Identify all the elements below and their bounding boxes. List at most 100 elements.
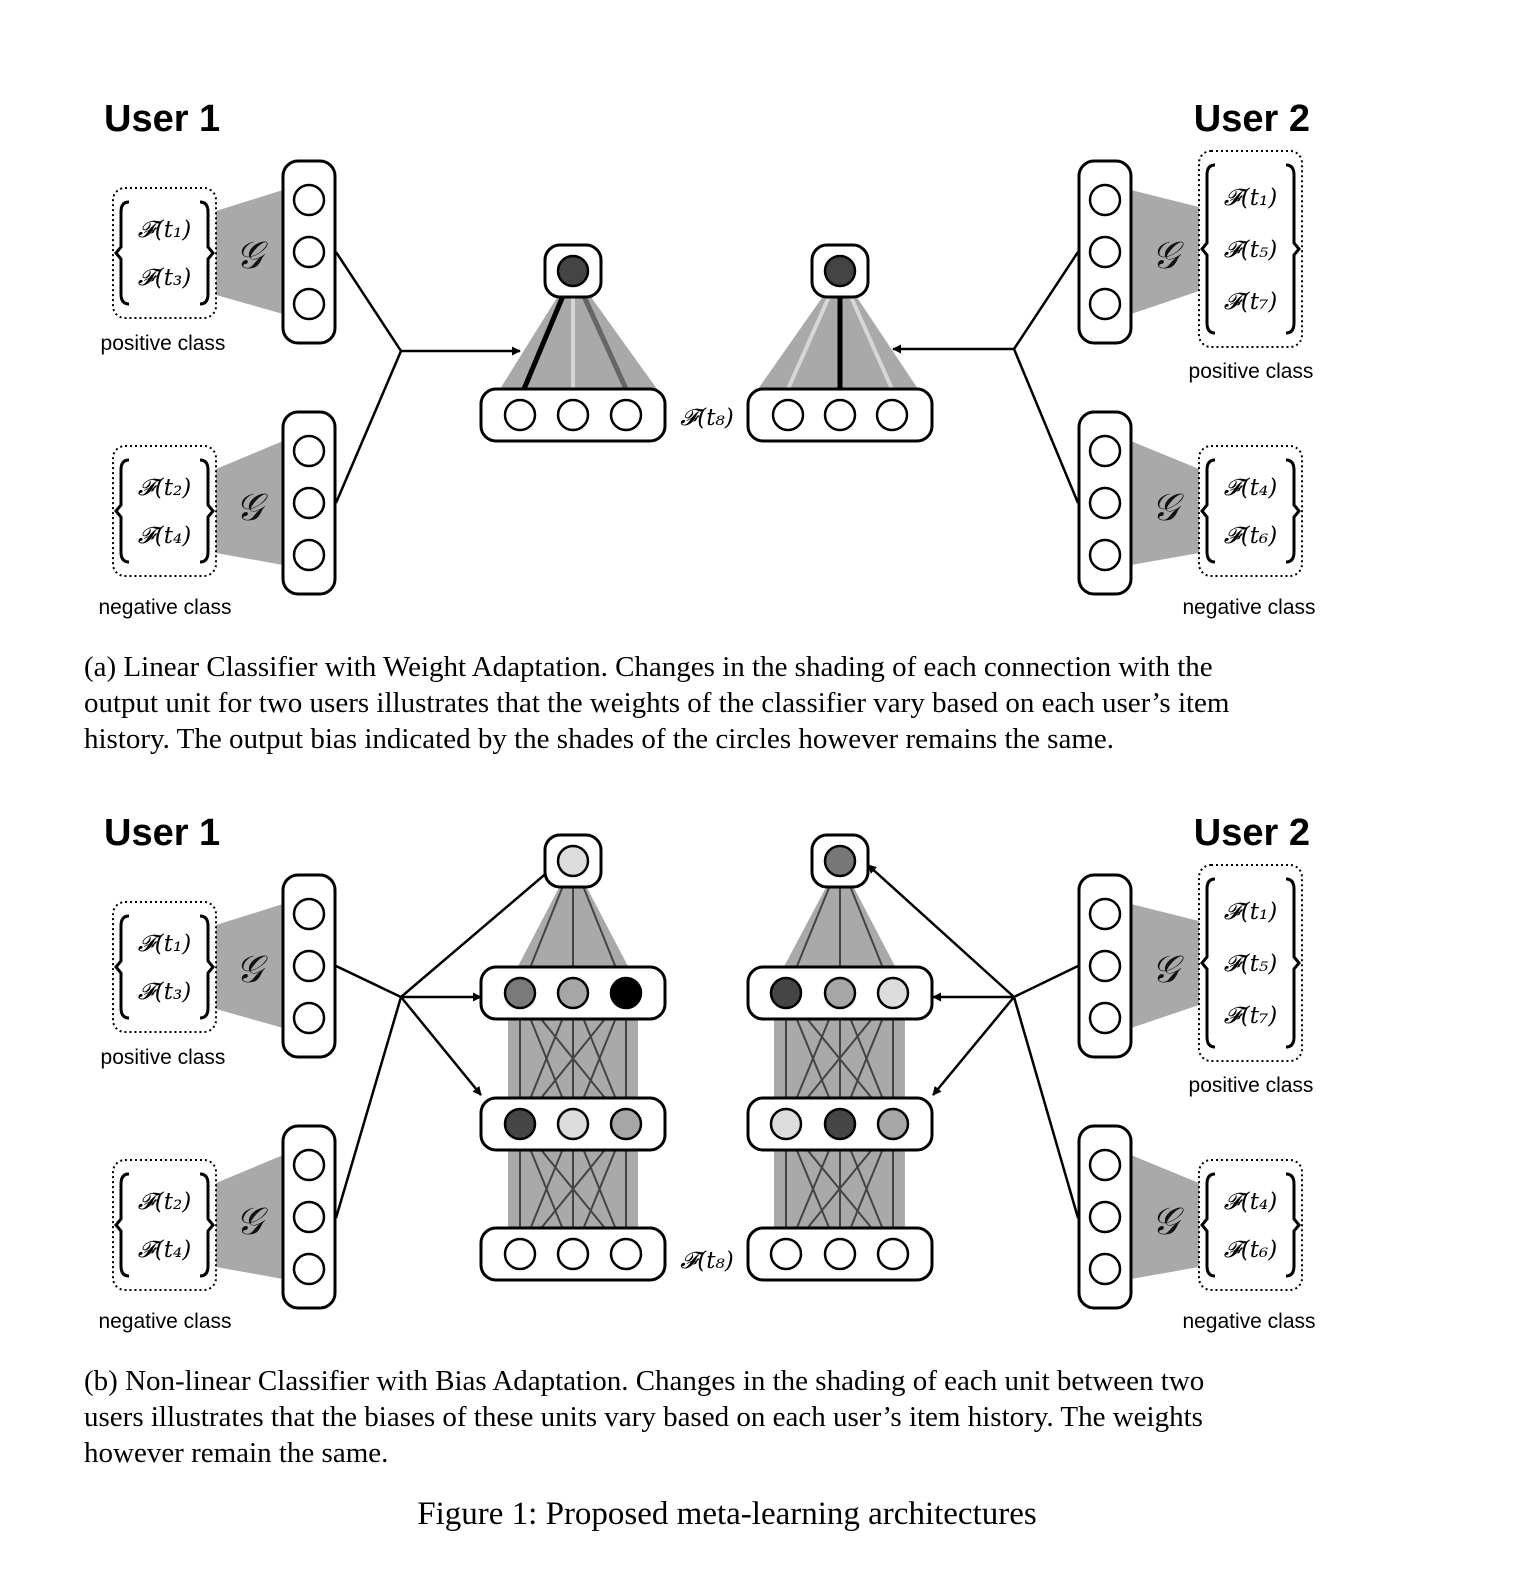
panel-b-user2-positive-items-item-2: 𝓕(t₅) xyxy=(1224,951,1277,977)
panel-b-user2-network-input-layer-unit-3 xyxy=(876,1237,910,1271)
panel-b-user2-positive-embedding-stack-unit-1 xyxy=(1088,897,1122,931)
panel-b-user1-network-hidden-layer-2-unit-3 xyxy=(609,1107,643,1141)
panel-a-user2-negative-embedding-stack-unit-2 xyxy=(1088,486,1122,520)
panel-b-user1-negative-embedding-stack-unit-3 xyxy=(292,1252,326,1286)
panel-a-user2-title: User 2 xyxy=(1194,98,1310,140)
panel-a-user1-negative-items-right-brace xyxy=(199,458,215,564)
panel-a-caption-line-3: history. The output bias indicated by th… xyxy=(84,723,1114,755)
panel-a-user1-positive-g-region xyxy=(216,190,283,314)
panel-b-user1-positive-g-region xyxy=(216,904,283,1028)
panel-a-user2-merge-top xyxy=(1012,251,1080,350)
panel-b-user2-positive-embedding-stack-unit-3 xyxy=(1088,1001,1122,1035)
panel-a-user2-negative-embedding-stack-unit-1 xyxy=(1088,434,1122,468)
panel-a-user1-negative-embedding-stack-unit-1 xyxy=(292,434,326,468)
panel-a-user2-output-unit xyxy=(823,254,857,288)
panel-a-user1-negative-items-item-2: 𝓕(t₄) xyxy=(138,523,191,549)
panel-b-user2-network-hidden-layer-1-unit-1 xyxy=(769,976,803,1010)
panel-b-user1-arrow-hidden2 xyxy=(400,996,482,1096)
panel-a-user1-title: User 1 xyxy=(104,98,220,140)
panel-b-user1-negative-label: negative class xyxy=(98,1310,231,1333)
panel-a-user1-positive-items-item-2: 𝓕(t₃) xyxy=(138,265,191,291)
panel-b-user2-negative-items-item-2: 𝓕(t₆) xyxy=(1224,1237,1277,1263)
panel-b-user2-merge-top xyxy=(1013,964,1079,999)
panel-b-user2-negative-embedding-stack-unit-3 xyxy=(1088,1252,1122,1286)
panel-b-user2-positive-label: positive class xyxy=(1189,1074,1314,1097)
panel-b-user1-merge-top xyxy=(335,964,402,999)
panel-a-user1-positive-embedding-stack-unit-2 xyxy=(292,235,326,269)
panel-b-user1-network-hidden-layer-2-unit-2 xyxy=(556,1107,590,1141)
panel-b-user1-negative-items-item-1: 𝓕(t₂) xyxy=(138,1189,191,1215)
panel-a-user1-negative-items-item-1: 𝓕(t₂) xyxy=(138,475,191,501)
panel-b-user1-network-hidden-layer-2-unit-1 xyxy=(503,1107,537,1141)
panel-b-user2-positive-items-item-1: 𝓕(t₁) xyxy=(1224,899,1277,925)
panel-a-user1-negative-embedding-stack-unit-2 xyxy=(292,486,326,520)
panel-a-user1-positive-label: positive class xyxy=(101,332,226,355)
panel-b-user1-positive-items-left-brace xyxy=(114,914,130,1020)
panel-b-user2-network-input-layer-unit-1 xyxy=(769,1237,803,1271)
panel-b-user2-positive-items-item-3: 𝓕(t₇) xyxy=(1224,1003,1277,1029)
panel-b-user1-positive-embedding-stack-unit-3 xyxy=(292,1001,326,1035)
panel-b-user1-title: User 1 xyxy=(104,812,220,854)
panel-a-user1-positive-embedding-stack-unit-1 xyxy=(292,183,326,217)
panel-a-user2-positive-label: positive class xyxy=(1189,360,1314,383)
panel-b-user2-negative-label: negative class xyxy=(1182,1310,1315,1333)
panel-b-user2-network-hidden-layer-1-unit-2 xyxy=(823,976,857,1010)
panel-a-user2-positive-embedding-stack-unit-2 xyxy=(1088,235,1122,269)
panel-b-user1-positive-items-item-2: 𝓕(t₃) xyxy=(138,979,191,1005)
panel-b-user1-network-output-unit xyxy=(556,844,590,878)
panel-b-user2-negative-items-right-brace xyxy=(1285,1172,1301,1278)
panel-a-user1-negative-g-region xyxy=(216,441,283,565)
panel-a-user2-positive-items-left-brace xyxy=(1200,163,1216,335)
panel-b-user2-negative-g-region xyxy=(1131,1155,1199,1279)
panel-a-user1-merge-top xyxy=(334,251,403,352)
panel-a-user2-negative-label: negative class xyxy=(1182,596,1315,619)
panel-b-query-label: 𝓕(t₈) xyxy=(680,1248,733,1274)
panel-b-user1-negative-embedding-stack-unit-1 xyxy=(292,1148,326,1182)
panel-a-user2-positive-embedding-stack-unit-3 xyxy=(1088,287,1122,321)
panel-b-user1-arrow-output xyxy=(400,864,557,998)
panel-a-user2-merge-bottom xyxy=(1012,348,1080,504)
panel-b-user2-network-output-unit xyxy=(823,844,857,878)
panel-a-user2-positive-g-region xyxy=(1131,190,1199,314)
panel-b-user1-negative-items-left-brace xyxy=(114,1172,130,1278)
panel-b-user2-network-hidden-layer-1-unit-3 xyxy=(876,976,910,1010)
panel-b-user1-negative-g-region xyxy=(216,1155,283,1279)
panel-a-user2-positive-embedding-stack-unit-1 xyxy=(1088,183,1122,217)
panel-a-user2-negative-items-box xyxy=(1198,445,1303,577)
panel-b-user1-positive-embedding-stack-unit-2 xyxy=(292,949,326,983)
panel-b-user1-network-input-layer-unit-1 xyxy=(503,1237,537,1271)
panel-b-user1-negative-items-box xyxy=(112,1159,217,1291)
panel-b-user2-negative-embedding-stack-unit-2 xyxy=(1088,1200,1122,1234)
panel-b-user1-positive-embedding-stack-unit-1 xyxy=(292,897,326,931)
panel-b-caption-line-3: however remain the same. xyxy=(84,1437,388,1469)
panel-a-user1-positive-embedding-stack-unit-3 xyxy=(292,287,326,321)
panel-a-user1-output-unit xyxy=(556,254,590,288)
panel-b-user2-negative-items-left-brace xyxy=(1200,1172,1216,1278)
panel-b-user2-merge-bottom xyxy=(1012,996,1080,1219)
panel-a-user2-negative-items-item-2: 𝓕(t₆) xyxy=(1224,523,1277,549)
panel-a-user1-input-layer-unit-1 xyxy=(503,398,537,432)
panel-b-user2-positive-items-right-brace xyxy=(1285,877,1301,1049)
panel-a-user2-input-layer-unit-3 xyxy=(875,398,909,432)
panel-b-user2-network-hidden-layer-2-unit-1 xyxy=(769,1107,803,1141)
panel-a-user1-negative-embedding-stack-unit-3 xyxy=(292,538,326,572)
panel-a-user1-negative-items-box xyxy=(112,445,217,577)
panel-b-user1-positive-items-right-brace xyxy=(199,914,215,1020)
panel-a-user1-input-layer-unit-2 xyxy=(556,398,590,432)
panel-b-user1-negative-items-item-2: 𝓕(t₄) xyxy=(138,1237,191,1263)
panel-b-user2-negative-items-box xyxy=(1198,1159,1303,1291)
panel-a-user2-negative-g-region xyxy=(1131,441,1199,565)
panel-a-user2-positive-items-item-3: 𝓕(t₇) xyxy=(1224,289,1277,315)
panel-a-user1-weight-region xyxy=(500,272,657,389)
panel-a-user1-negative-items-left-brace xyxy=(114,458,130,564)
panel-a-user1-positive-items-left-brace xyxy=(114,200,130,306)
panel-b-caption-line-2: users illustrates that the biases of the… xyxy=(84,1401,1203,1433)
panel-a-user1-negative-label: negative class xyxy=(98,596,231,619)
panel-b-user2-positive-items-left-brace xyxy=(1200,877,1216,1049)
panel-b-user2-positive-embedding-stack-unit-2 xyxy=(1088,949,1122,983)
panel-b-user1-positive-label: positive class xyxy=(101,1046,226,1069)
panel-a-user2-positive-items-item-1: 𝓕(t₁) xyxy=(1224,185,1277,211)
panel-b-user2-negative-embedding-stack-unit-1 xyxy=(1088,1148,1122,1182)
panel-b-user1-network-hidden-layer-1-unit-3 xyxy=(609,976,643,1010)
